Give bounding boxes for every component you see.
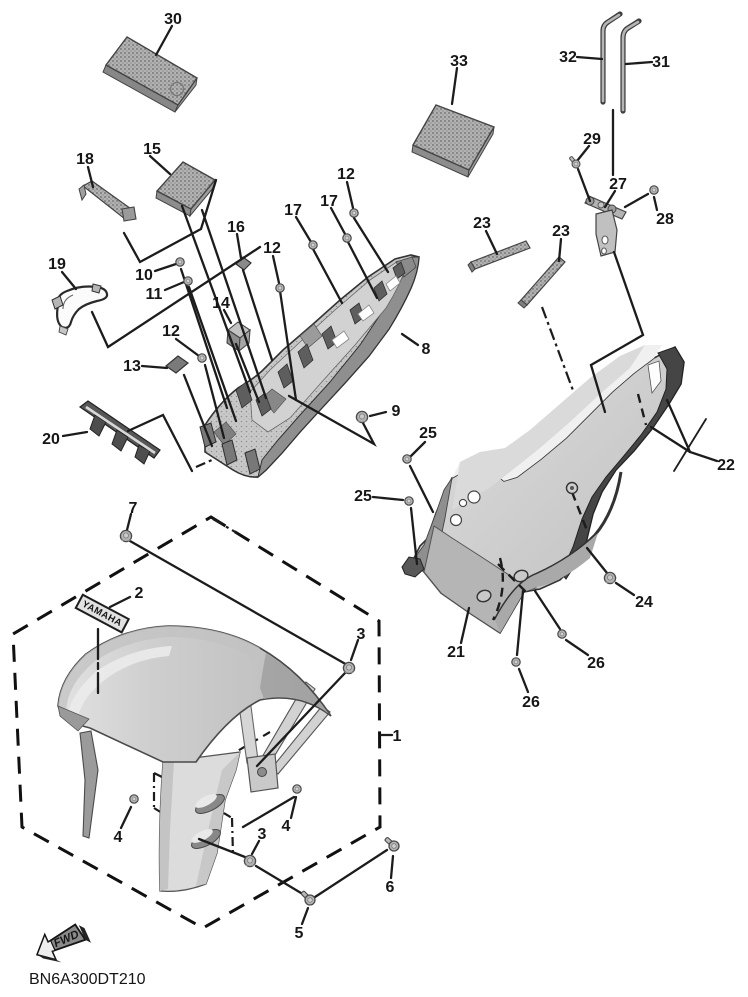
svg-text:29: 29 <box>583 131 601 148</box>
svg-text:31: 31 <box>652 54 670 71</box>
svg-text:12: 12 <box>337 166 355 183</box>
svg-text:13: 13 <box>123 358 141 375</box>
svg-text:12: 12 <box>263 240 281 257</box>
svg-text:19: 19 <box>48 256 66 273</box>
svg-text:22: 22 <box>717 457 735 474</box>
svg-text:20: 20 <box>42 431 60 448</box>
svg-text:BN6A300DT210: BN6A300DT210 <box>29 971 146 988</box>
svg-text:28: 28 <box>656 211 674 228</box>
svg-text:26: 26 <box>522 694 540 711</box>
svg-text:6: 6 <box>386 879 395 896</box>
svg-text:24: 24 <box>635 594 653 611</box>
svg-text:4: 4 <box>282 818 291 835</box>
svg-text:25: 25 <box>354 488 372 505</box>
svg-text:3: 3 <box>357 626 366 643</box>
svg-text:2: 2 <box>135 585 144 602</box>
svg-text:1: 1 <box>393 728 402 745</box>
svg-text:8: 8 <box>422 341 431 358</box>
svg-text:14: 14 <box>212 295 230 312</box>
svg-text:15: 15 <box>143 141 161 158</box>
svg-text:18: 18 <box>76 151 94 168</box>
svg-text:9: 9 <box>392 403 401 420</box>
svg-text:27: 27 <box>609 176 627 193</box>
svg-text:10: 10 <box>135 267 153 284</box>
svg-text:16: 16 <box>227 219 245 236</box>
svg-text:23: 23 <box>552 223 570 240</box>
svg-text:26: 26 <box>587 655 605 672</box>
svg-text:23: 23 <box>473 215 491 232</box>
svg-text:32: 32 <box>559 49 577 66</box>
svg-text:3: 3 <box>258 826 267 843</box>
svg-text:7: 7 <box>129 500 138 517</box>
svg-text:5: 5 <box>295 925 304 942</box>
svg-text:11: 11 <box>146 286 163 303</box>
svg-text:30: 30 <box>164 11 182 28</box>
svg-text:21: 21 <box>447 644 465 661</box>
svg-text:17: 17 <box>284 202 302 219</box>
svg-text:4: 4 <box>114 829 123 846</box>
svg-text:12: 12 <box>162 323 180 340</box>
svg-text:25: 25 <box>419 425 437 442</box>
svg-text:33: 33 <box>450 53 468 70</box>
svg-text:17: 17 <box>320 193 338 210</box>
